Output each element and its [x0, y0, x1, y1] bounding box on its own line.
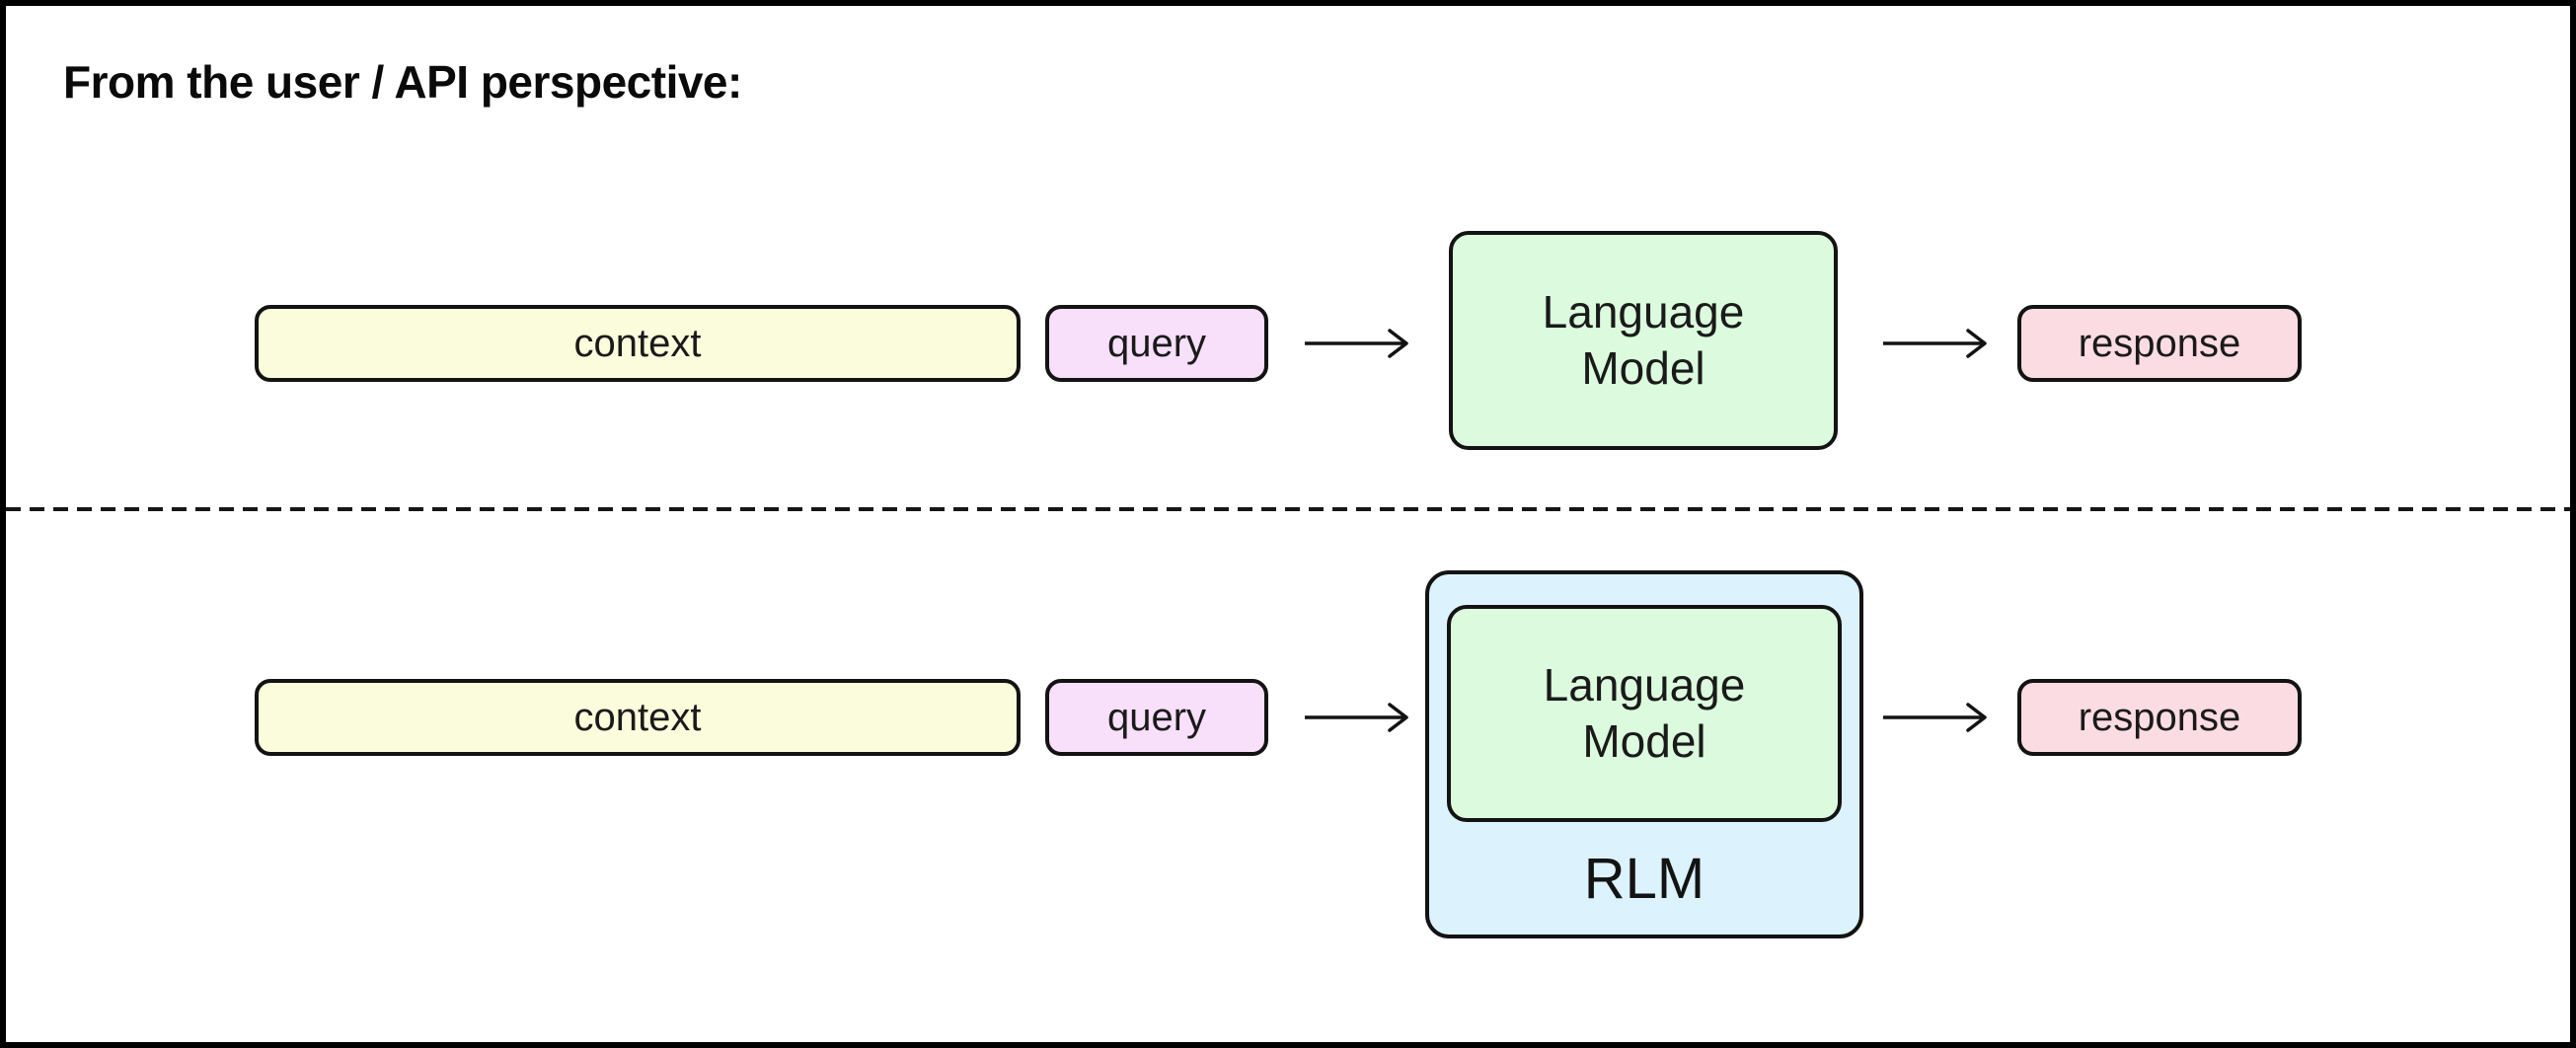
query-box-top: query	[1045, 305, 1268, 382]
context-label-bottom: context	[573, 695, 702, 739]
response-box-top: response	[2017, 305, 2302, 382]
arrow-right-icon	[1883, 329, 1987, 358]
arrow-right-icon	[1305, 703, 1408, 732]
language-model-box-top: Language Model	[1449, 231, 1838, 450]
language-model-label-top: Language Model	[1542, 285, 1745, 395]
language-model-box-bottom: Language Model	[1447, 605, 1842, 822]
dashed-divider-line	[6, 507, 2570, 511]
rlm-container-box: Language Model RLM	[1425, 570, 1863, 938]
context-label-top: context	[573, 321, 702, 365]
context-box-bottom: context	[255, 679, 1021, 756]
context-box-top: context	[255, 305, 1021, 382]
query-box-bottom: query	[1045, 679, 1268, 756]
query-label-top: query	[1106, 321, 1207, 365]
response-label-bottom: response	[2078, 695, 2241, 739]
language-model-label-bottom: Language Model	[1543, 658, 1746, 768]
response-label-top: response	[2078, 321, 2241, 365]
rlm-label: RLM	[1583, 846, 1705, 911]
arrow-right-icon	[1305, 329, 1408, 358]
query-label-bottom: query	[1106, 695, 1207, 739]
page-title: From the user / API perspective:	[63, 56, 742, 108]
response-box-bottom: response	[2017, 679, 2302, 756]
arrow-right-icon	[1883, 703, 1987, 732]
